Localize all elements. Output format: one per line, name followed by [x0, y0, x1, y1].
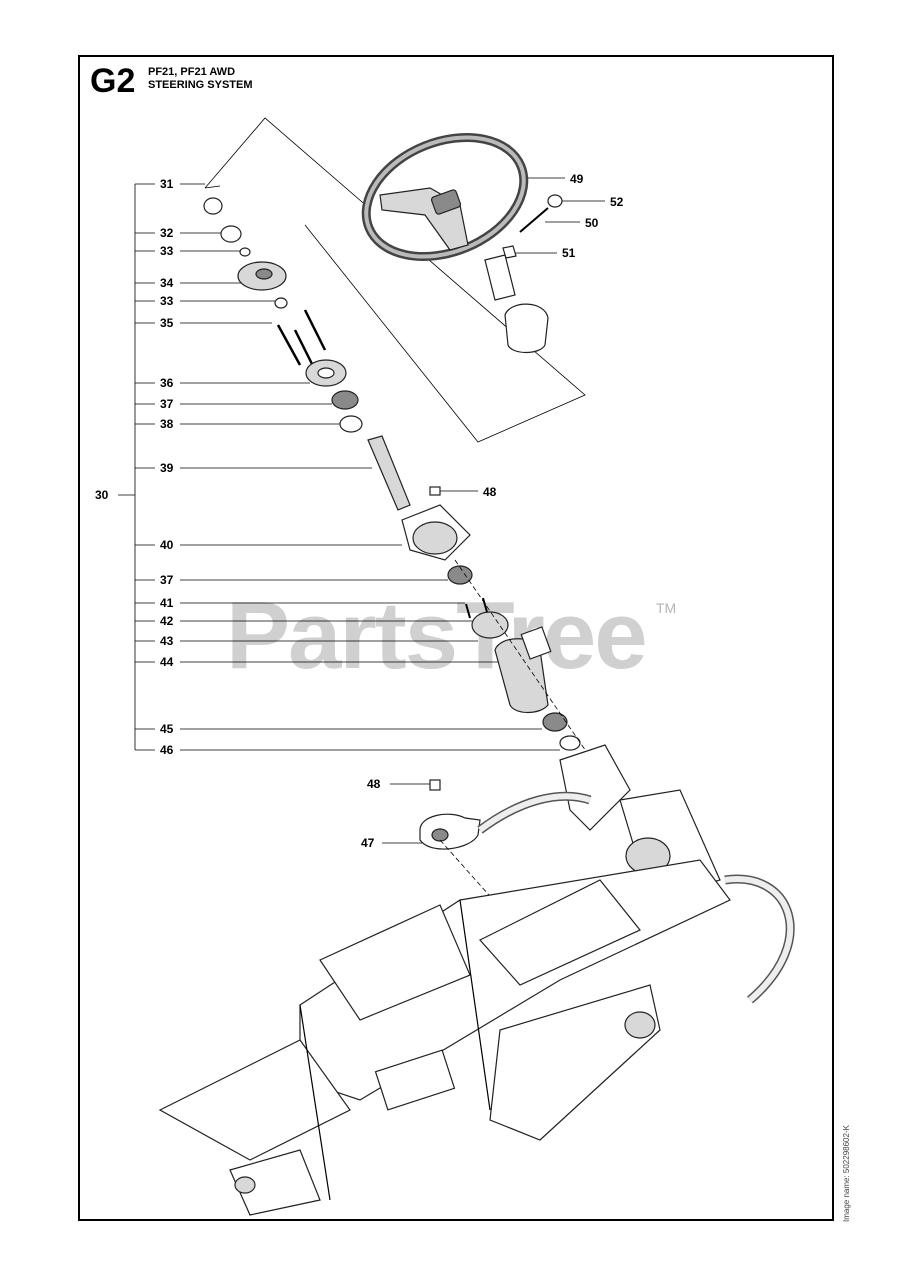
- callout-41: 41: [160, 596, 174, 610]
- callout-37: 37: [160, 573, 174, 587]
- watermark: PartsTree: [226, 582, 648, 689]
- callout-48: 48: [483, 485, 497, 499]
- callout-30: 30: [95, 488, 109, 502]
- section-code: G2: [90, 62, 136, 100]
- callout-32: 32: [160, 226, 174, 240]
- callout-47: 47: [361, 836, 375, 850]
- callout-40: 40: [160, 538, 174, 552]
- system-title: STEERING SYSTEM: [148, 79, 253, 91]
- callout-33: 33: [160, 244, 174, 258]
- callout-49: 49: [570, 172, 584, 186]
- callout-labels: 30 31 32 33 34 33 35 36 37 38 39 40 37 4…: [95, 172, 624, 850]
- callout-44: 44: [160, 655, 174, 669]
- callout-50: 50: [585, 216, 599, 230]
- callout-37: 37: [160, 397, 174, 411]
- column-parts: [203, 197, 581, 850]
- callout-38: 38: [160, 417, 174, 431]
- watermark-trademark: TM: [656, 600, 677, 616]
- callout-52: 52: [610, 195, 624, 209]
- callout-31: 31: [160, 177, 174, 191]
- tractor-frame: [158, 744, 795, 1216]
- callout-35: 35: [160, 316, 174, 330]
- diagram-frame: [78, 55, 834, 1221]
- callout-45: 45: [160, 722, 174, 736]
- callout-51: 51: [562, 246, 576, 260]
- callout-33: 33: [160, 294, 174, 308]
- wheel-envelope: [204, 117, 586, 443]
- steering-wheel: [361, 132, 563, 354]
- model-title: PF21, PF21 AWD: [148, 66, 236, 78]
- leader-lines: [180, 177, 605, 844]
- callout-39: 39: [160, 461, 174, 475]
- callout-42: 42: [160, 614, 174, 628]
- group-bracket: [118, 183, 155, 751]
- callout-43: 43: [160, 634, 174, 648]
- callout-36: 36: [160, 376, 174, 390]
- callout-48: 48: [367, 777, 381, 791]
- callout-34: 34: [160, 276, 174, 290]
- callout-46: 46: [160, 743, 174, 757]
